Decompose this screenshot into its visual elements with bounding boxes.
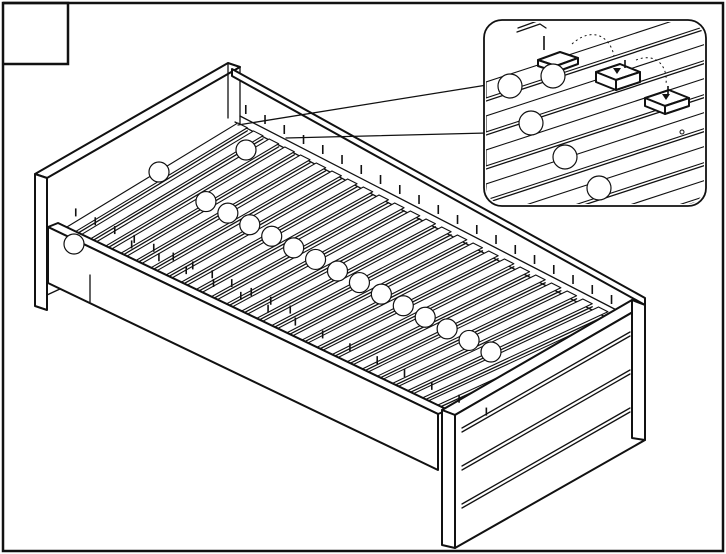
motion-arrow-1 xyxy=(571,34,615,57)
callout-circle xyxy=(239,214,261,236)
callout-circle xyxy=(148,161,170,183)
callout-circle xyxy=(392,295,414,317)
detail-leader-bottom xyxy=(285,132,488,139)
callout-circle xyxy=(348,271,371,294)
callout-circle xyxy=(326,260,349,282)
callout-circle xyxy=(480,341,502,363)
callout-circle xyxy=(63,233,85,255)
clip-3 xyxy=(644,86,690,115)
bed-frame xyxy=(34,62,646,549)
callout-circle xyxy=(436,318,458,340)
detail-slat xyxy=(486,179,704,204)
bolt-hole xyxy=(679,129,685,135)
screw-markers xyxy=(74,105,613,416)
detail-callouts xyxy=(497,63,612,201)
callout-circle xyxy=(414,306,436,328)
callout-circle xyxy=(261,225,283,247)
callout-circle xyxy=(370,283,392,305)
wrench-icon xyxy=(516,22,547,50)
detail-slat-edge xyxy=(486,28,704,102)
callout-circle xyxy=(304,248,327,271)
foot-end-panel xyxy=(441,299,646,549)
clip-2 xyxy=(595,60,641,91)
detail-callout-circle xyxy=(540,63,566,89)
callout-circle xyxy=(217,202,239,224)
head-end-panel xyxy=(34,62,241,311)
detail-slat xyxy=(486,111,704,201)
detail-callout-circle xyxy=(518,110,544,136)
callout-circle xyxy=(283,237,305,259)
detail-slat-edge xyxy=(486,130,704,204)
callout-circle xyxy=(458,329,480,352)
detail-leader-top xyxy=(237,84,488,126)
detail-callout-circle xyxy=(586,175,612,201)
detail-slat-edge xyxy=(486,164,704,204)
slat-callouts xyxy=(63,139,502,363)
detail-inset xyxy=(237,19,707,207)
detail-callout-circle xyxy=(497,73,523,99)
detail-callout-circle xyxy=(552,144,578,170)
callout-circle xyxy=(235,139,257,161)
step-number-box xyxy=(3,1,70,66)
callout-circle xyxy=(195,190,217,213)
